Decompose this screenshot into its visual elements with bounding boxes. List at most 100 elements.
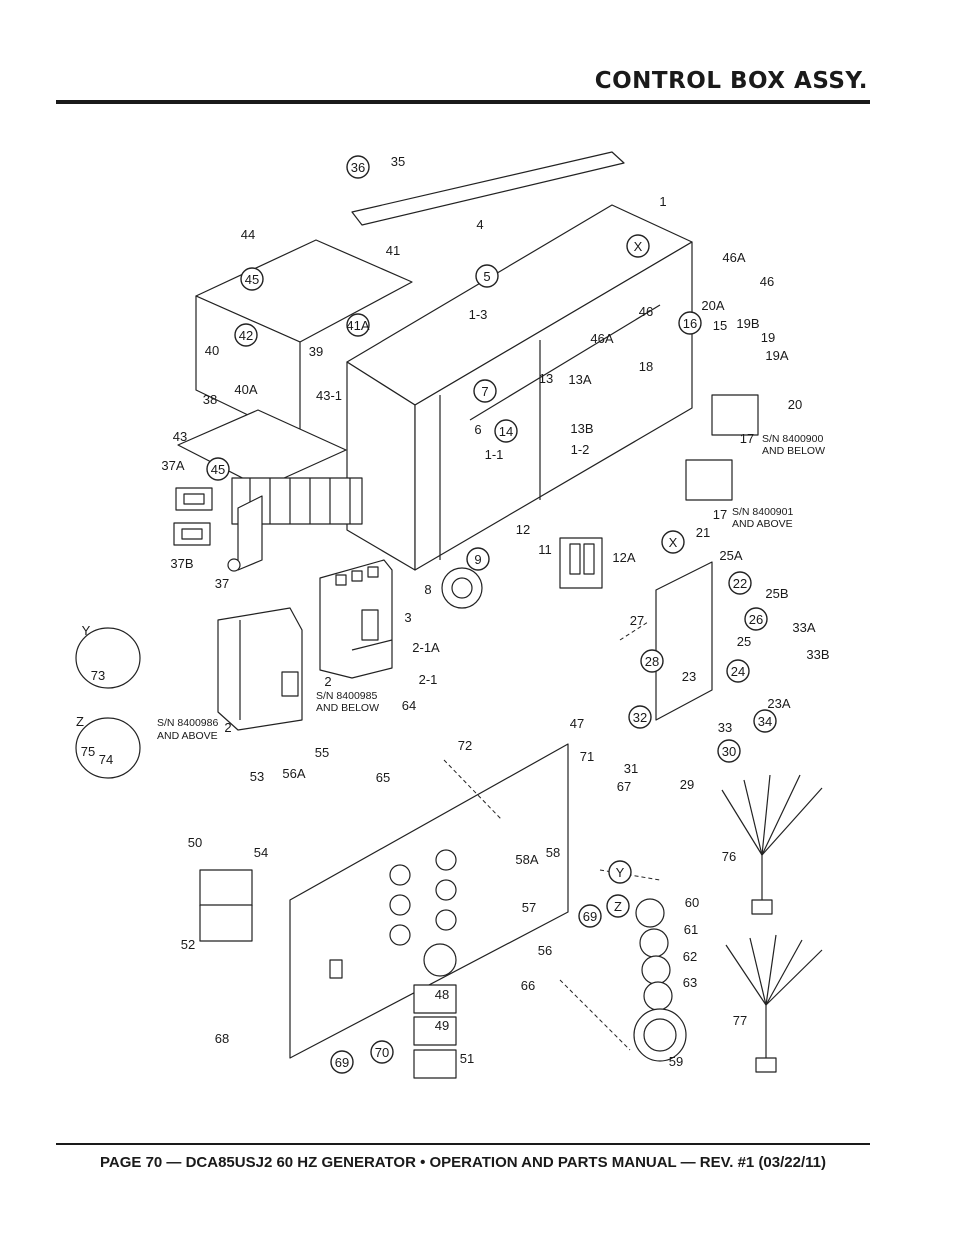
callout-circle — [606, 894, 630, 918]
note-sn-8400986-line1: S/N 8400986 — [157, 717, 218, 729]
wire-harness-76 — [721, 774, 823, 915]
callout-X: X — [626, 234, 650, 258]
callout-1-1: 1-1 — [485, 447, 504, 462]
callout-number: 46 — [639, 304, 653, 319]
callout-circle — [726, 659, 750, 683]
callout-number: 58 — [546, 845, 560, 860]
callout-60: 60 — [685, 895, 699, 910]
callout-number: 41A — [346, 318, 369, 333]
callout-number: 43 — [173, 429, 187, 444]
note-sn-8400986-line2: AND ABOVE — [157, 730, 218, 742]
callout-Y: Y — [608, 860, 632, 884]
callout-number: 19 — [761, 330, 775, 345]
callout-number: 22 — [733, 576, 747, 591]
callout-64: 64 — [402, 698, 416, 713]
callout-77: 77 — [733, 1013, 747, 1028]
callout-circle — [578, 904, 602, 928]
callout-circle — [346, 313, 370, 337]
page-title: CONTROL BOX ASSY. — [594, 68, 868, 94]
callout-number: 29 — [680, 777, 694, 792]
callout-number: 40A — [234, 382, 257, 397]
callout-number: 64 — [402, 698, 416, 713]
callout-70: 70 — [370, 1040, 394, 1064]
callout-43-1: 43-1 — [316, 388, 342, 403]
note-sn-8400901-line2: AND ABOVE — [732, 518, 793, 530]
display-52 — [199, 904, 253, 942]
header-rule — [56, 100, 870, 104]
callout-circle — [717, 739, 741, 763]
callout-48: 48 — [435, 987, 449, 1002]
callout-circle — [330, 1050, 354, 1074]
callout-1-2: 1-2 — [571, 442, 590, 457]
drawing — [75, 151, 823, 1079]
callout-number: 25 — [737, 634, 751, 649]
callout-number: 69 — [583, 909, 597, 924]
callout-5: 5 — [475, 264, 499, 288]
callout-number: 26 — [749, 612, 763, 627]
callout-number: 2 — [224, 720, 231, 735]
serial-notes: S/N 8400900 AND BELOW S/N 8400901 AND AB… — [157, 433, 825, 742]
callout-number: 33 — [718, 720, 732, 735]
callout-circle — [678, 311, 702, 335]
callout-53: 53 — [250, 769, 264, 784]
callout-number: 59 — [669, 1054, 683, 1069]
callout-12A: 12A — [612, 550, 635, 565]
callout-76: 76 — [722, 849, 736, 864]
callout-number: 11 — [538, 542, 552, 557]
footer-rule — [56, 1143, 870, 1145]
callout-46A: 46A — [590, 331, 613, 346]
callout-number: 1-1 — [485, 447, 504, 462]
callout-number: 45 — [211, 462, 225, 477]
callout-circle — [466, 547, 490, 571]
callout-number: 52 — [181, 937, 195, 952]
callout-number: 12A — [612, 550, 635, 565]
callout-71: 71 — [580, 749, 594, 764]
callout-number: 57 — [522, 900, 536, 915]
callout-number: 39 — [309, 344, 323, 359]
sub-panel-21 — [655, 561, 713, 721]
callout-2: 2 — [224, 720, 231, 735]
callout-number: 16 — [683, 316, 697, 331]
callout-Z: Z — [76, 714, 84, 729]
callout-number: 37A — [161, 458, 184, 473]
callout-circle — [628, 705, 652, 729]
note-sn-8400900-line2: AND BELOW — [762, 445, 825, 457]
callout-1: 1 — [659, 194, 666, 209]
note-sn-8400900-line1: S/N 8400900 — [762, 433, 823, 445]
callout-number: 61 — [684, 922, 698, 937]
callout-circle — [661, 530, 685, 554]
note-sn-8400985-line1: S/N 8400985 — [316, 690, 377, 702]
callout-41: 41 — [386, 243, 400, 258]
callout-number: 27 — [630, 613, 644, 628]
callout-number: 71 — [580, 749, 594, 764]
callout-32: 32 — [628, 705, 652, 729]
circuit-breaker-2-upper — [319, 559, 393, 679]
callout-number: 2-1A — [412, 640, 440, 655]
callout-number: 56 — [538, 943, 552, 958]
callout-3: 3 — [404, 610, 411, 625]
callout-circle — [370, 1040, 394, 1064]
callout-number: 69 — [335, 1055, 349, 1070]
callout-20: 20 — [788, 397, 802, 412]
callout-number: 25B — [765, 586, 788, 601]
callout-number: 77 — [733, 1013, 747, 1028]
callout-7: 7 — [473, 379, 497, 403]
callout-47: 47 — [570, 716, 584, 731]
callout-63: 63 — [683, 975, 697, 990]
callout-46: 46 — [639, 304, 653, 319]
callout-number: 19B — [736, 316, 759, 331]
callout-number: 37B — [170, 556, 193, 571]
display-50 — [199, 869, 253, 907]
callout-4: 4 — [476, 217, 483, 232]
callout-number: 15 — [713, 318, 727, 333]
callout-circle — [728, 571, 752, 595]
callout-number: 20A — [701, 298, 724, 313]
callout-Z: Z — [606, 894, 630, 918]
callout-number: 4 — [476, 217, 483, 232]
callout-number: 13B — [570, 421, 593, 436]
gauge-62 — [641, 955, 671, 985]
callout-number: 7 — [481, 384, 488, 399]
top-cover — [351, 151, 625, 226]
